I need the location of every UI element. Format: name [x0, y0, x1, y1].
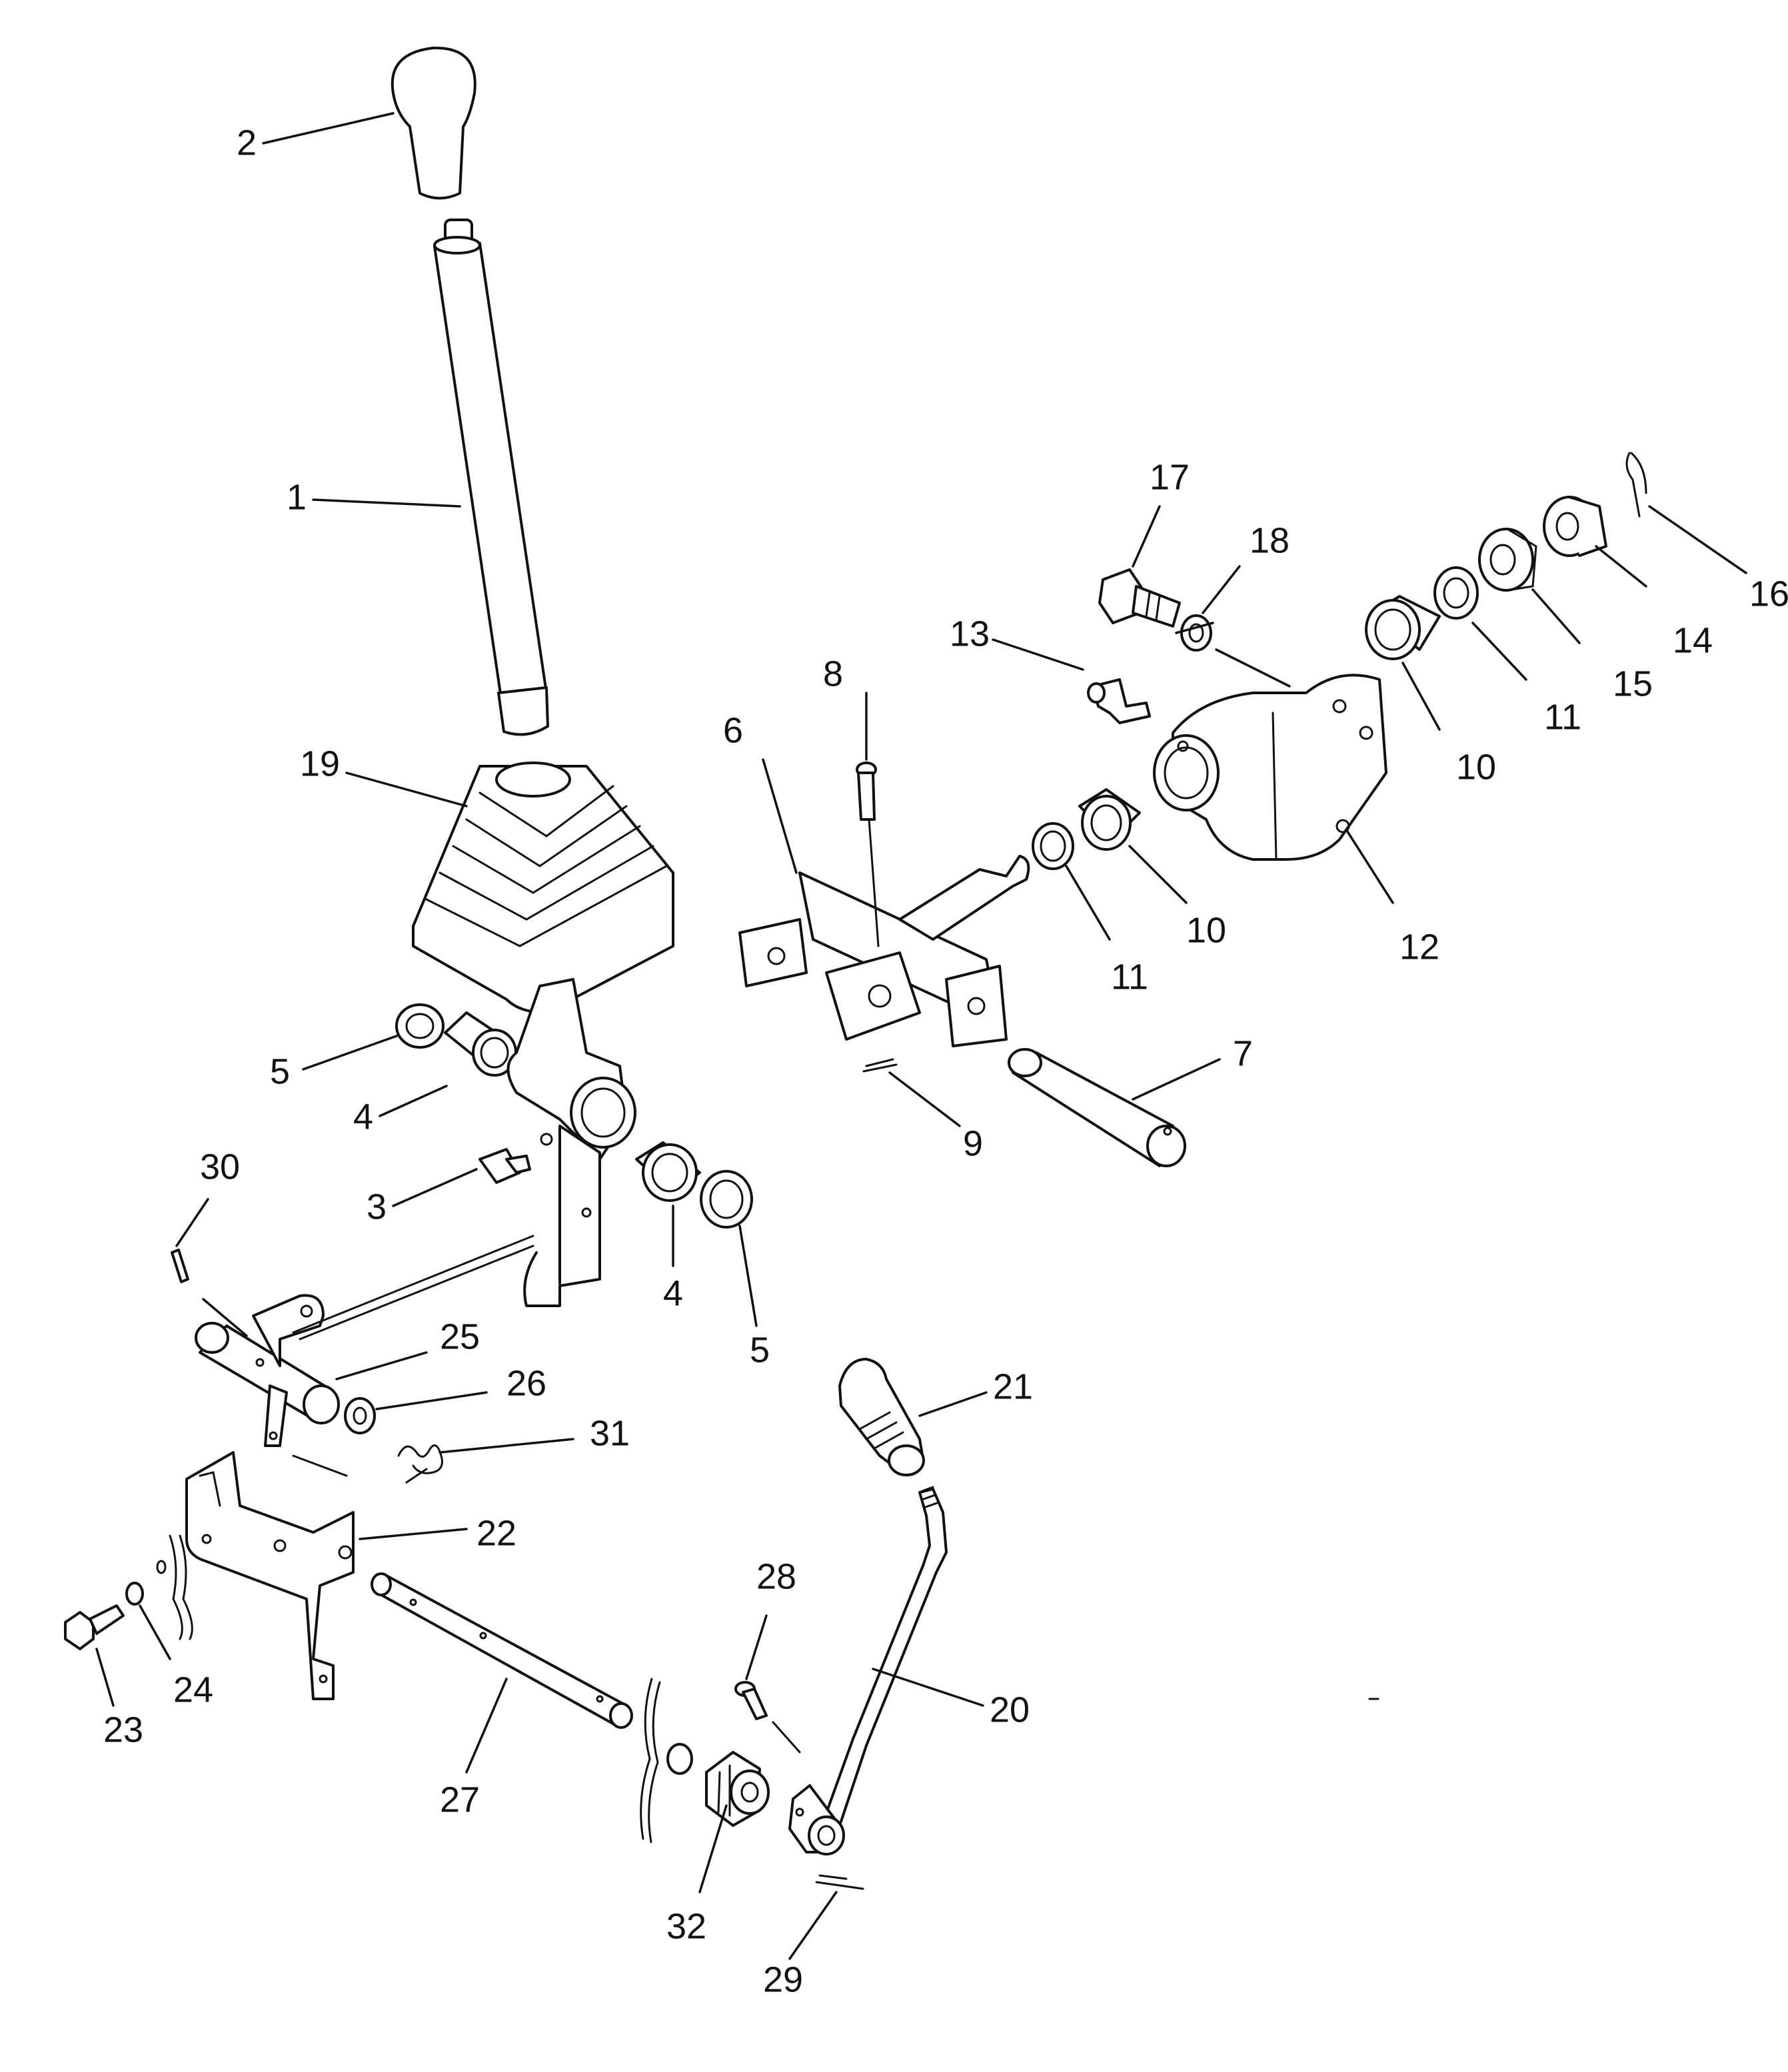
lever-part-25 [195, 1235, 534, 1447]
collar-part-32 [666, 1743, 770, 1827]
washer-part-24 [125, 1560, 167, 1606]
callout-32: 32 [666, 1906, 706, 1946]
bushing-part-10-center [1078, 788, 1141, 851]
callout-11-right: 11 [1544, 697, 1581, 737]
bracket-part-12 [1153, 674, 1387, 861]
grip-part-21 [838, 1358, 925, 1476]
bushing-part-4-left [444, 1011, 517, 1077]
washer-part-15 [1478, 528, 1537, 592]
bolt-part-17 [1098, 568, 1181, 628]
cotter-pin-part-16 [1625, 452, 1647, 518]
callout-15: 15 [1613, 664, 1653, 704]
nut-part-14 [1543, 496, 1607, 557]
callout-5-left: 5 [270, 1051, 290, 1091]
lever-rod-part-1 [433, 219, 549, 736]
callout-7: 7 [1233, 1033, 1253, 1073]
callout-10-center: 10 [1186, 910, 1226, 950]
grease-fitting-part-3 [478, 1148, 531, 1184]
callout-24: 24 [173, 1670, 213, 1710]
callout-16: 16 [1749, 574, 1788, 614]
callout-4-right: 4 [663, 1273, 683, 1313]
shaft-part-27 [371, 1572, 661, 1843]
callout-8: 8 [823, 654, 843, 694]
callout-6: 6 [723, 710, 743, 750]
callout-19: 19 [300, 744, 340, 783]
callout-25: 25 [440, 1316, 480, 1356]
washer-part-26 [344, 1397, 376, 1434]
callout-10-right: 10 [1456, 747, 1496, 787]
callout-labels: 1 2 3 4 4 5 5 6 7 8 9 10 10 11 11 12 13 … [103, 123, 1788, 1999]
callout-1: 1 [287, 477, 307, 517]
spring-pin-part-30 [171, 1249, 189, 1283]
pin-part-7 [1008, 1048, 1186, 1167]
seal-part-5-right [700, 1170, 753, 1229]
callout-30: 30 [200, 1147, 240, 1187]
spring-part-31 [292, 1444, 443, 1484]
callout-17: 17 [1150, 457, 1190, 497]
seal-part-11-center [1032, 822, 1074, 870]
bolt-part-23 [64, 1604, 125, 1650]
washer-part-18 [1180, 614, 1212, 652]
boot-part-19 [412, 762, 674, 1014]
callout-13: 13 [950, 614, 990, 654]
callout-5-right: 5 [750, 1330, 770, 1370]
cotter-pin-part-29 [815, 1874, 864, 1890]
callout-23: 23 [103, 1710, 143, 1750]
bracket-part-22 [169, 1451, 355, 1700]
leader-lines [95, 112, 1747, 1960]
callout-11-center: 11 [1111, 957, 1148, 997]
grease-fitting-part-13 [1087, 678, 1151, 724]
callout-20: 20 [990, 1690, 1030, 1730]
callout-28: 28 [756, 1556, 796, 1596]
callout-3: 3 [367, 1187, 387, 1227]
callout-31: 31 [590, 1413, 630, 1453]
callout-27: 27 [440, 1780, 480, 1819]
callout-21: 21 [993, 1366, 1033, 1406]
callout-2: 2 [237, 123, 257, 163]
callout-4-left: 4 [353, 1097, 373, 1137]
pin-part-8 [856, 762, 880, 947]
bushing-part-10-right [1365, 595, 1441, 660]
callout-12: 12 [1399, 927, 1439, 967]
seal-part-5-left [395, 1003, 445, 1049]
cotter-pin-part-9 [862, 1058, 898, 1073]
lever-rod-part-20 [788, 1486, 948, 1855]
pin-part-28 [734, 1681, 801, 1754]
lever-housing [506, 978, 636, 1307]
callout-9: 9 [963, 1123, 983, 1163]
callout-26: 26 [506, 1363, 546, 1403]
callout-18: 18 [1250, 520, 1290, 560]
knob-part-2 [391, 46, 476, 200]
seal-part-11-right [1433, 566, 1479, 620]
bushing-part-4-right [635, 1141, 701, 1202]
callout-22: 22 [476, 1513, 516, 1553]
bracket-part-6 [738, 855, 1030, 1047]
callout-29: 29 [763, 1959, 803, 1999]
callout-14: 14 [1673, 620, 1713, 660]
